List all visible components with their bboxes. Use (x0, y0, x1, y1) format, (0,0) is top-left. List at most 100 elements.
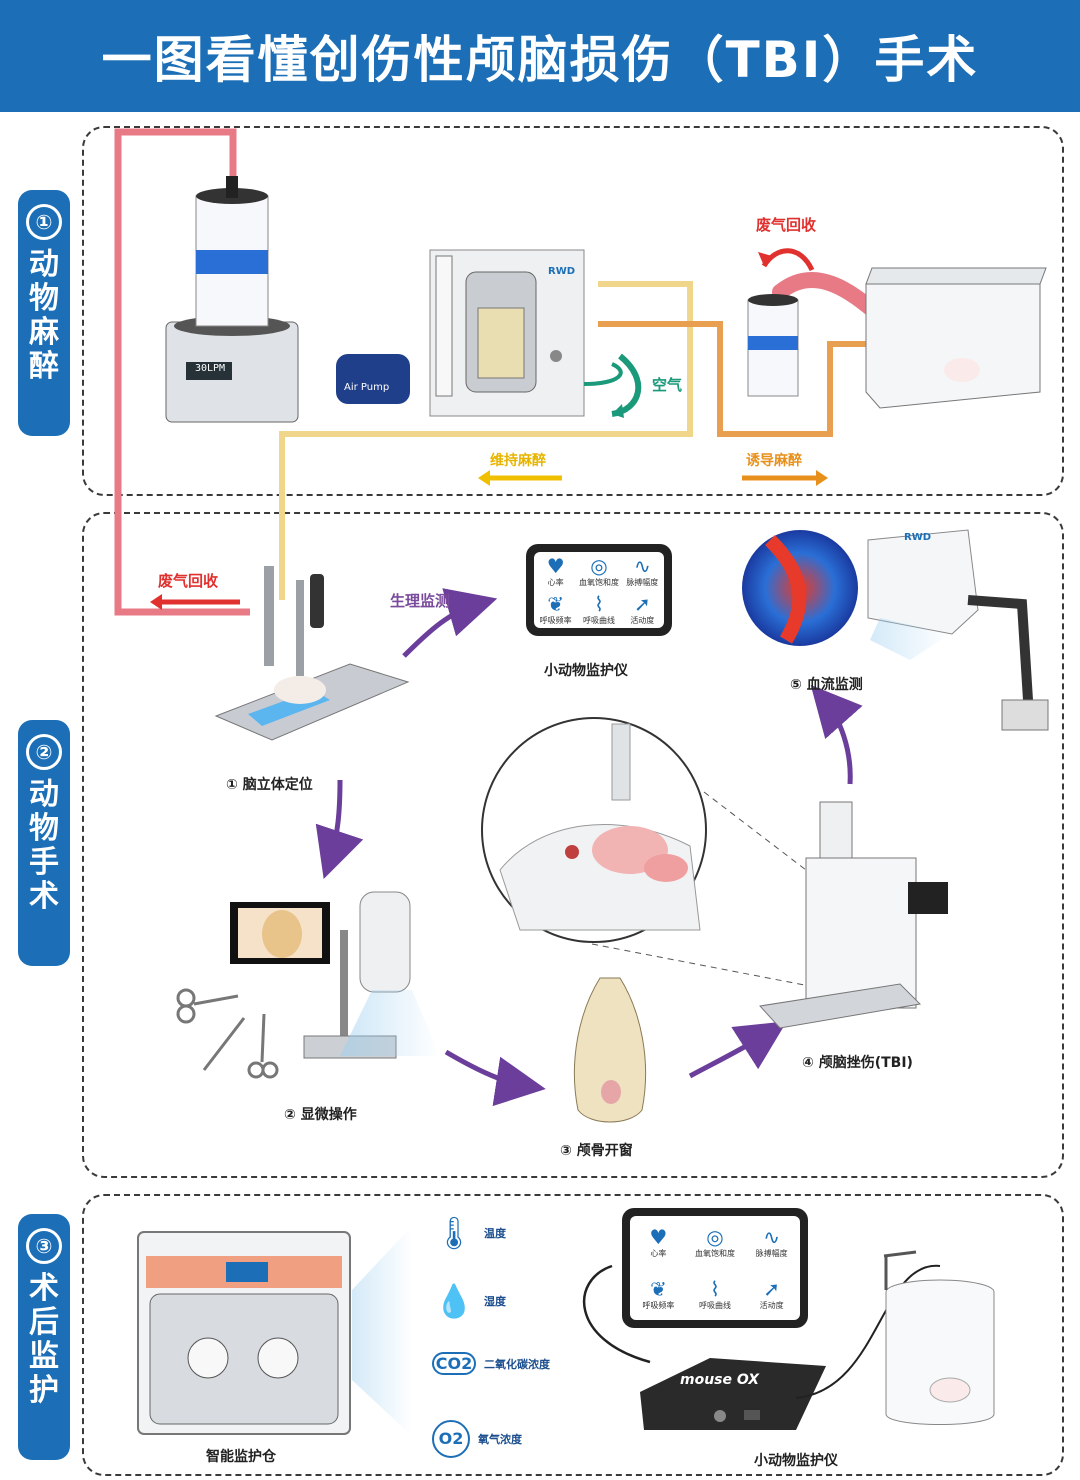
postop-monitor-label: 小动物监护仪 (754, 1453, 838, 1469)
env-item-humidity: 💧 湿度 (432, 1282, 506, 1320)
monitor-cell-spo2: ◎血氧饱和度 (687, 1216, 744, 1268)
filter-canister (747, 294, 799, 397)
evaporator-display: 30LPM (194, 363, 226, 374)
chamber-label: 智能监护仓 (206, 1449, 276, 1465)
monitor-cell-resp-curve: ⌇呼吸曲线 (577, 590, 620, 628)
waste-gas-arrow-top (761, 248, 815, 272)
monitor-cell-label: 脉搏幅度 (755, 1248, 788, 1258)
pulse-amplitude-icon: ∿ (633, 553, 651, 578)
step-blood-flow-label: ⑤ 血流监测 (790, 677, 863, 693)
waste-gas-label-top: 废气回收 (756, 216, 817, 234)
breathing-curve-icon: ⌇ (710, 1276, 720, 1301)
side-tab-anesthesia: ① 动物麻醉 (18, 190, 70, 436)
section-surgery-frame (82, 512, 1064, 1178)
monitor-cell-activity: ➚活动度 (621, 590, 664, 628)
surgical-microscope (230, 891, 440, 1059)
env-label: 湿度 (484, 1295, 506, 1308)
monitor-cell-label: 呼吸曲线 (582, 615, 615, 625)
pulse-amplitude-icon: ∿ (763, 1224, 781, 1249)
heart-rate-icon: ♥ (649, 1224, 668, 1249)
flow-arrow-2-3 (444, 1049, 546, 1107)
air-pump-label: Air Pump (344, 382, 390, 393)
monitor-cell-label: 血氧饱和度 (694, 1248, 735, 1258)
env-item-co2: CO2 二氧化碳浓度 (432, 1352, 550, 1375)
waste-gas-tube (114, 128, 250, 616)
monitor-cell-heart-rate: ♥心率 (534, 552, 577, 590)
postop-monitor-screen: ♥心率 ◎血氧饱和度 ∿脉搏幅度 ❦呼吸频率 ⌇呼吸曲线 ➚活动度 (622, 1208, 808, 1328)
o2-icon: O2 (432, 1420, 470, 1458)
monitor-cable (582, 1264, 651, 1364)
section-postop-frame (82, 1194, 1064, 1476)
device-label: mouse OX (680, 1372, 760, 1388)
env-label: 二氧化碳浓度 (484, 1357, 550, 1371)
flow-arrow-1-2 (315, 779, 364, 879)
monitor-cell-label: 呼吸曲线 (698, 1300, 731, 1310)
step-tbi-label: ④ 颅脑挫伤(TBI) (802, 1055, 913, 1071)
gas-scavenger-unit (165, 176, 299, 423)
respiratory-rate-icon: ❦ (649, 1276, 667, 1301)
env-label: 温度 (484, 1227, 506, 1240)
env-label: 氧气浓度 (478, 1433, 522, 1446)
flow-arrow-4-5 (810, 685, 863, 785)
monitor-cell-pulse: ∿脉搏幅度 (621, 552, 664, 590)
stereotaxic-instrument (214, 566, 410, 741)
monitor-cell-label: 血氧饱和度 (578, 577, 619, 587)
env-item-o2: O2 氧气浓度 (432, 1420, 522, 1458)
monitor-cell-label: 呼吸频率 (539, 615, 572, 625)
magnified-injury-view (481, 717, 707, 943)
monitor-cell-pulse: ∿脉搏幅度 (743, 1216, 800, 1268)
humidity-drop-icon: 💧 (434, 1282, 474, 1320)
maintenance-tube (279, 281, 693, 600)
monitor-cell-label: 心率 (547, 577, 564, 587)
air-intake-tube (583, 362, 623, 386)
air-label: 空气 (652, 376, 683, 394)
oxygen-saturation-icon: ◎ (590, 553, 608, 578)
monitor-cell-activity: ➚活动度 (743, 1268, 800, 1320)
surgical-tools (176, 988, 279, 1079)
step-craniotomy-label: ③ 颅骨开窗 (560, 1143, 633, 1159)
sensor-cable (795, 1264, 941, 1399)
monitor-cell-label: 脉搏幅度 (626, 577, 659, 587)
section-label: 动物麻醉 (29, 247, 59, 384)
anesthesia-machine (429, 249, 585, 417)
env-item-temperature: 🌡 温度 (432, 1214, 506, 1252)
step-microsurgery-label: ② 显微操作 (284, 1107, 357, 1123)
oxygen-saturation-icon: ◎ (706, 1224, 724, 1249)
mouse-ox-device (640, 1358, 826, 1430)
machine-brand: RWD (548, 266, 576, 277)
section-number: ① (26, 204, 62, 240)
monitor-cell-resp-rate: ❦呼吸频率 (630, 1268, 687, 1320)
physio-monitor-label: 生理监测 (390, 592, 451, 610)
monitor-cell-label: 呼吸频率 (642, 1300, 675, 1310)
title-banner: 一图看懂创伤性颅脑损伤（TBI）手术 (0, 0, 1080, 112)
tbi-impactor (759, 801, 948, 1029)
section-label: 术后监护 (29, 1271, 59, 1408)
maintain-anesthesia-label: 维持麻醉 (490, 453, 546, 469)
step-stereotaxic-label: ① 脑立体定位 (226, 777, 313, 793)
induction-tube (598, 321, 880, 437)
respiratory-rate-icon: ❦ (547, 591, 565, 616)
activity-icon: ➚ (763, 1276, 781, 1301)
monitor-cell-resp-rate: ❦呼吸频率 (534, 590, 577, 628)
section-number: ③ (26, 1228, 62, 1264)
monitor-cell-resp-curve: ⌇呼吸曲线 (687, 1268, 744, 1320)
flow-arrow-physio (402, 588, 498, 658)
breathing-curve-icon: ⌇ (594, 591, 604, 616)
page-title: 一图看懂创伤性颅脑损伤（TBI）手术 (101, 31, 979, 89)
monitor-grid: ♥心率 ◎血氧饱和度 ∿脉搏幅度 ❦呼吸频率 ⌇呼吸曲线 ➚活动度 (534, 552, 664, 628)
monitor-cell-label: 活动度 (759, 1300, 784, 1310)
thermometer-icon: 🌡 (433, 1214, 475, 1252)
section-anesthesia-frame (82, 126, 1064, 496)
monitor-cell-spo2: ◎血氧饱和度 (577, 552, 620, 590)
activity-icon: ➚ (633, 591, 651, 616)
side-tab-postop: ③ 术后监护 (18, 1214, 70, 1460)
monitor-grid: ♥心率 ◎血氧饱和度 ∿脉搏幅度 ❦呼吸频率 ⌇呼吸曲线 ➚活动度 (630, 1216, 800, 1320)
laser-speckle-imager (742, 529, 1049, 731)
induction-chamber (865, 267, 1047, 409)
co2-icon: CO2 (432, 1352, 476, 1375)
monitor-cell-heart-rate: ♥心率 (630, 1216, 687, 1268)
physio-monitor-screen: ♥心率 ◎血氧饱和度 ∿脉搏幅度 ❦呼吸频率 ⌇呼吸曲线 ➚活动度 (526, 544, 672, 636)
air-pump (336, 354, 410, 404)
smart-recovery-chamber (137, 1226, 412, 1436)
